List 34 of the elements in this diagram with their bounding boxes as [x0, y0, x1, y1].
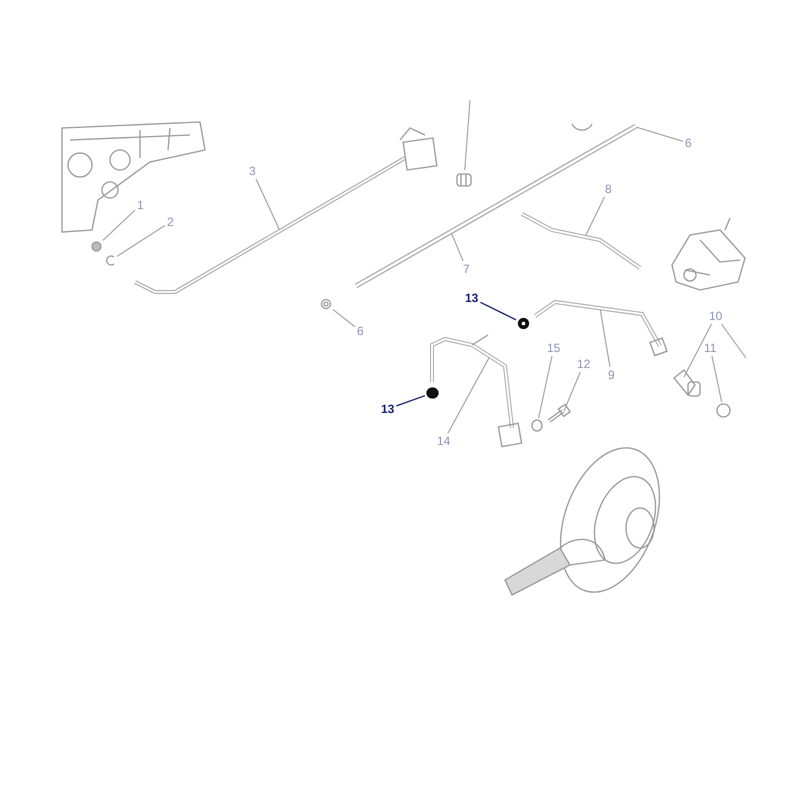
sleeve-drawing [455, 171, 473, 189]
leader-line [564, 372, 581, 412]
leader-line [584, 196, 605, 238]
leader-line [538, 356, 552, 418]
leader-line [102, 210, 136, 241]
callout-number: 11 [703, 341, 718, 355]
washer-drawing [426, 387, 439, 399]
washer-drawing [531, 419, 543, 432]
leader-line [332, 309, 356, 328]
leader-line [256, 178, 280, 232]
leader-line [684, 324, 712, 378]
callout-number: 6 [684, 136, 693, 150]
callout-number: 9 [607, 368, 616, 382]
leader-line [448, 356, 490, 434]
callout-number: 6 [356, 324, 365, 338]
o-ring-drawing [716, 403, 731, 418]
leader-line [711, 356, 722, 402]
callout-number: 13 [464, 291, 480, 305]
leader-line [600, 308, 610, 368]
leader-line [464, 100, 470, 170]
washer-drawing [320, 298, 332, 310]
leader-line [636, 126, 684, 142]
callout-number: 12 [576, 357, 592, 371]
washer-drawing [517, 317, 530, 330]
leader-line [480, 302, 516, 320]
callout-number: 10 [708, 309, 724, 323]
bolt-drawing [545, 405, 569, 423]
leader-line [116, 224, 166, 257]
leader-line [720, 324, 746, 358]
leader-line [396, 395, 426, 407]
nut-drawing [91, 241, 102, 252]
callout-number: 13 [380, 402, 396, 416]
leader-line [450, 232, 464, 262]
clip-drawing [105, 255, 116, 266]
